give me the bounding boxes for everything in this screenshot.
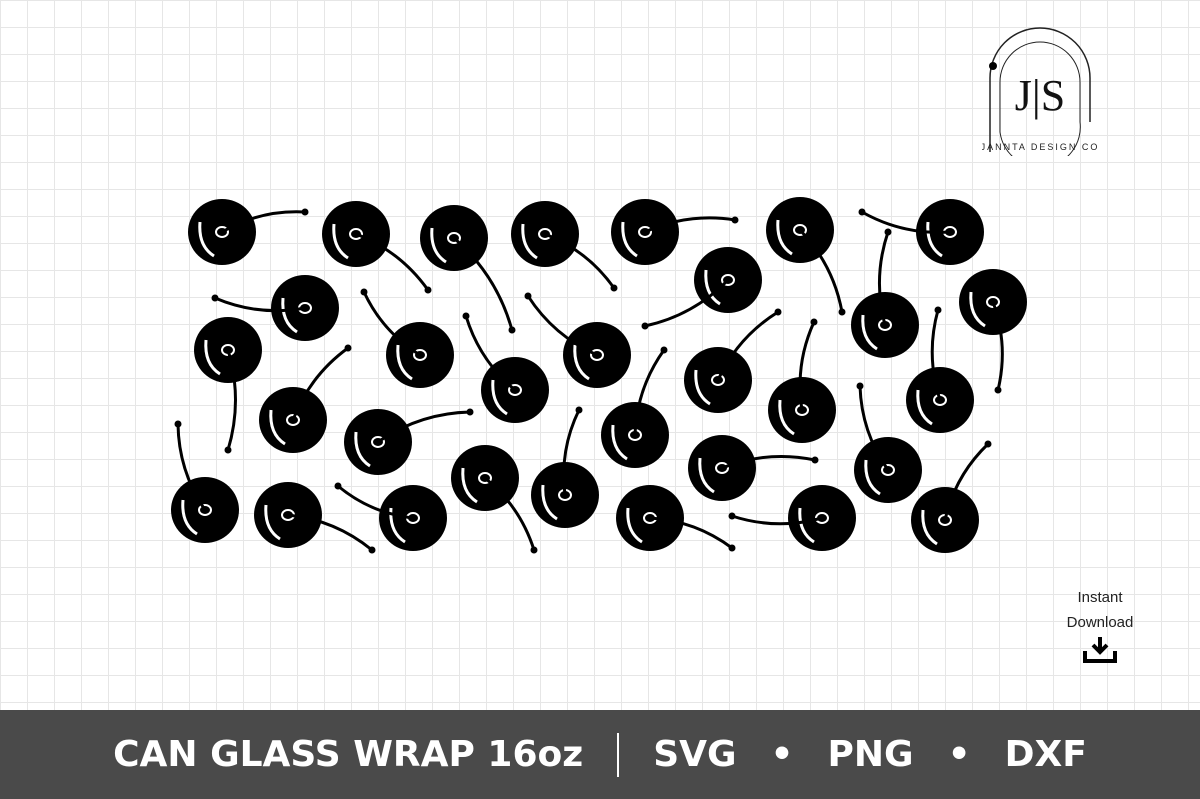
cherry — [688, 435, 819, 501]
brand-logo: J|S JANNTA DESIGN CO — [982, 27, 1098, 156]
banner: CAN GLASS WRAP 16oz SVG • PNG • DXF — [0, 710, 1200, 799]
format-png: PNG — [827, 734, 914, 775]
download-icon — [1083, 637, 1117, 663]
cherry — [858, 199, 984, 265]
cherry — [611, 199, 739, 265]
cherry — [959, 269, 1027, 394]
cherry — [171, 420, 239, 543]
product-title: CAN GLASS WRAP 16oz — [113, 734, 584, 775]
cherry — [211, 275, 339, 341]
cherry-pattern — [171, 197, 1027, 554]
cherry — [511, 201, 618, 292]
cherry — [854, 382, 922, 503]
format-svg: SVG — [653, 734, 737, 775]
cherry — [462, 312, 549, 423]
cherry — [851, 228, 919, 358]
cherry — [641, 247, 762, 330]
divider — [617, 732, 620, 777]
svg-text:J|S: J|S — [1015, 71, 1065, 120]
cherry — [334, 482, 447, 551]
cherry — [616, 485, 736, 552]
cherry — [911, 440, 992, 553]
cherry — [188, 199, 309, 265]
cherry — [524, 292, 631, 388]
cherry — [259, 344, 352, 453]
cherry — [601, 346, 669, 468]
cherry — [420, 205, 516, 334]
format-dxf: DXF — [1004, 734, 1087, 775]
cherry — [451, 445, 538, 554]
cherry — [768, 318, 836, 443]
cherry — [360, 288, 454, 388]
cherry — [766, 197, 846, 316]
cherry — [906, 306, 974, 433]
cherry — [322, 201, 432, 294]
cherry — [194, 317, 262, 454]
cherry — [684, 308, 782, 413]
cherry — [344, 408, 474, 475]
cherry — [728, 485, 856, 551]
svg-text:JANNTA DESIGN CO: JANNTA DESIGN CO — [982, 142, 1098, 152]
cherry — [254, 482, 376, 554]
instant-download: Instant Download — [1050, 585, 1150, 671]
cherry — [531, 406, 599, 528]
